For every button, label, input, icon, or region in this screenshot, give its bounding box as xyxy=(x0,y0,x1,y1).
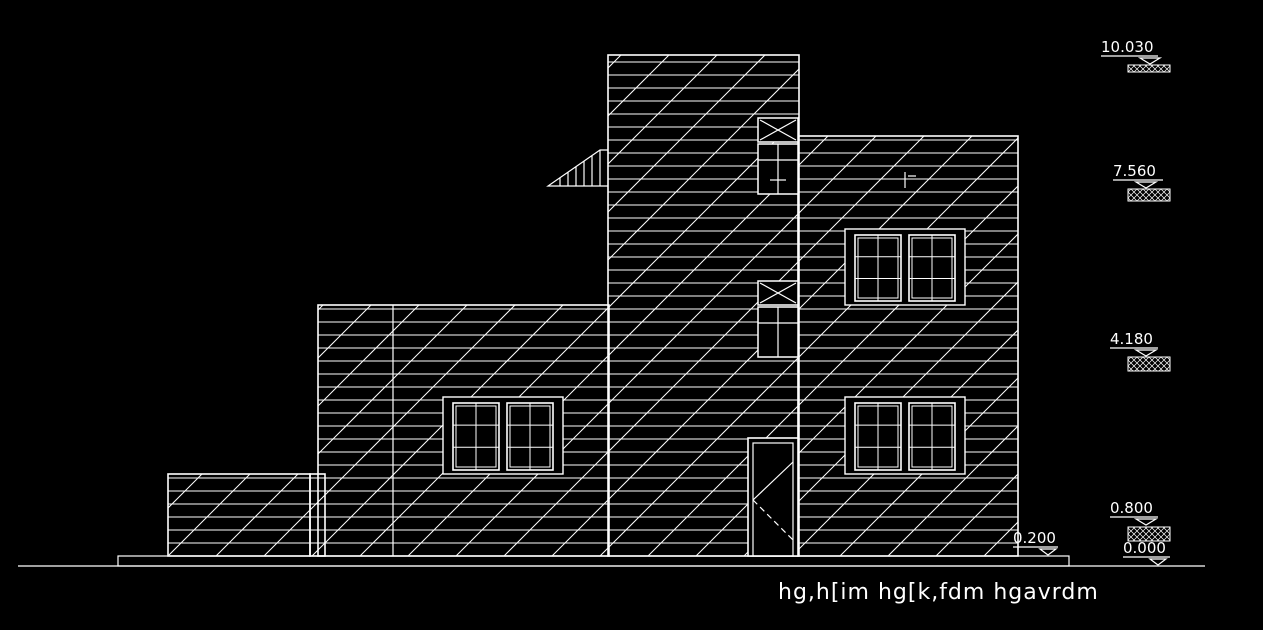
hatch-diagonal xyxy=(168,55,341,556)
level-marker-0: 0.000 xyxy=(1123,539,1170,566)
level-marker-200: 0.200 xyxy=(1013,529,1058,556)
hatch-diagonal xyxy=(168,55,437,556)
hatch-diagonal xyxy=(168,55,197,556)
level-marker-800: 0.800 xyxy=(1110,499,1171,542)
hatch-diagonal xyxy=(168,55,533,556)
canopy xyxy=(546,149,608,187)
hatch-diagonal xyxy=(1076,0,1263,560)
hatch-diagonal xyxy=(168,55,389,556)
hatch-diagonal xyxy=(168,55,581,556)
hatch-diagonal xyxy=(0,0,100,560)
hatch-diagonal xyxy=(739,55,1018,556)
window-first-floor-right xyxy=(844,396,966,475)
hatch-diagonal xyxy=(168,55,245,556)
hatch-diagonal xyxy=(0,0,148,560)
wall-diagonal-hatch xyxy=(0,0,1263,560)
hatch-diagonal xyxy=(168,55,725,556)
hatch-diagonal xyxy=(1028,0,1263,560)
level-marker-7560: 7.560 xyxy=(1113,162,1171,202)
window-upper-floor xyxy=(844,228,966,306)
window-first-floor-left xyxy=(442,396,564,475)
hatch-diagonal xyxy=(168,55,677,556)
hatch-diagonal xyxy=(883,55,1018,556)
level-marker-4180: 4.180 xyxy=(1110,330,1171,372)
hatch-diagonal xyxy=(259,55,821,556)
level-label-0: 0.000 xyxy=(1123,539,1166,557)
level-label-4180: 4.180 xyxy=(1110,330,1153,348)
hatch-diagonal xyxy=(979,55,1018,556)
level-label-10030: 10.030 xyxy=(1101,38,1154,56)
entrance-door xyxy=(747,437,799,557)
level-marker-10030: 10.030 xyxy=(1101,38,1171,73)
building-outline xyxy=(167,54,1019,557)
hatch-diagonal xyxy=(547,55,1018,556)
level-label-200: 0.200 xyxy=(1013,529,1056,547)
plinth-base xyxy=(117,555,1070,567)
drawing-title: hg,h[im hg[k,fdm hgavrdm xyxy=(778,580,1099,605)
hatch-diagonal xyxy=(1124,0,1263,560)
hatch-diagonal xyxy=(931,55,1018,556)
hatch-diagonal xyxy=(355,55,917,556)
stair-tower xyxy=(607,54,800,557)
stair-window-upper xyxy=(757,117,799,195)
hatch-diagonal xyxy=(168,55,629,556)
hatch-diagonal xyxy=(168,55,485,556)
ground-floor-block xyxy=(317,304,610,557)
stair-window-lower xyxy=(757,280,799,358)
hatch-diagonal xyxy=(211,55,773,556)
level-label-7560: 7.560 xyxy=(1113,162,1156,180)
vent-mark xyxy=(904,172,916,188)
upper-block xyxy=(797,135,1019,557)
level-label-800: 0.800 xyxy=(1110,499,1153,517)
